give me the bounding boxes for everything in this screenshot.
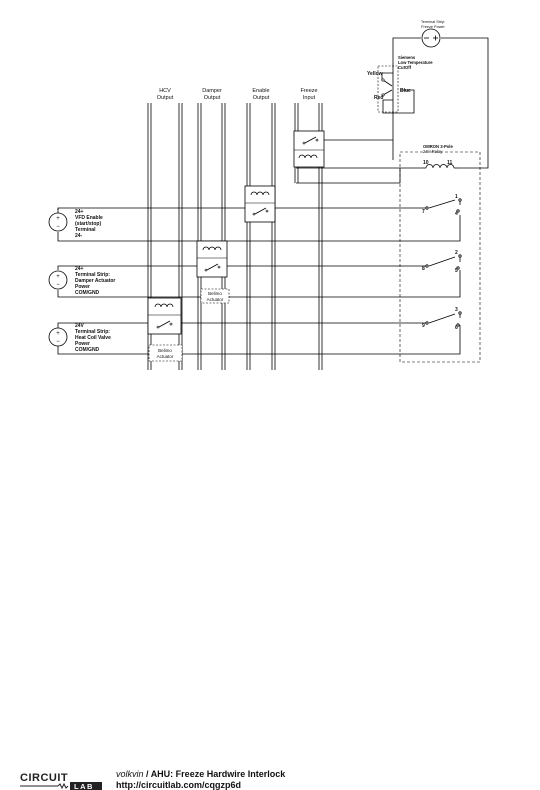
relay-pin-2: 2	[455, 250, 458, 256]
source3-line1: 24V	[75, 323, 85, 329]
relay-pin-8: 8	[422, 266, 425, 272]
column-header-enable-line1: Enable	[252, 88, 269, 94]
relay-pin-6: 6	[455, 325, 458, 331]
source1-line1: 24+	[75, 209, 84, 215]
relay-pin-11: 11	[447, 160, 453, 166]
source1-line4: Terminal	[75, 227, 96, 233]
source3-line4: Power	[75, 341, 90, 347]
footer-author[interactable]: volkvin	[116, 769, 144, 779]
relay-pin-7: 7	[422, 209, 425, 215]
enable-output-relay	[244, 185, 276, 223]
source2-line5: COM/GND	[75, 290, 100, 296]
relay-coil	[425, 164, 455, 169]
belimo-hcv-line2: Actuator	[157, 354, 174, 359]
source1-line5: 24-	[75, 233, 83, 239]
heat-coil-power-source: + − 24V Terminal Strip: Heat Coil Valve …	[48, 323, 111, 353]
freeze-input-relay	[293, 130, 325, 168]
relay-pin-10: 10	[423, 160, 429, 166]
source1-line3: (start/stop)	[75, 221, 101, 227]
relay-label-line2: 24V Relay	[423, 149, 443, 154]
relay-pin-5: 5	[455, 268, 458, 274]
schematic-diagram: HCV Output Damper Output Enable Output F…	[48, 20, 489, 370]
relay-pin-1: 1	[455, 194, 458, 200]
damper-power-source: + − 24+ Terminal Strip: Damper Actuator …	[48, 266, 115, 296]
source-minus-1: −	[56, 224, 60, 230]
omron-relay: OMRON 3-Pole 24V Relay 10 11 1 7 4 2 8 5	[399, 144, 481, 363]
column-header-hcv-line1: HCV	[159, 88, 171, 94]
footer: CIRCUIT LAB volkvin / AHU: Freeze Hardwi…	[0, 385, 540, 790]
source-plus-2: +	[56, 274, 60, 280]
hcv-output-relay	[147, 297, 182, 335]
footer-title: volkvin / AHU: Freeze Hardwire Interlock	[116, 769, 285, 779]
freezestat: Siemens Low Temperature CutOff Yellow Re…	[367, 55, 433, 113]
source-minus-3: −	[56, 339, 60, 345]
freezestat-label-line1: Siemens	[398, 55, 416, 60]
source-plus-3: +	[56, 331, 60, 337]
belimo-actuator-hcv: Belimo Actuator	[148, 344, 183, 362]
column-header-enable-line2: Output	[253, 95, 270, 101]
wire-label-blue: Blue	[400, 88, 411, 94]
column-headers: HCV Output Damper Output Enable Output F…	[157, 88, 318, 101]
source-minus-2: −	[56, 282, 60, 288]
source-plus-1: +	[56, 216, 60, 222]
source2-line3: Damper Actuator	[75, 278, 115, 284]
footer-separator: /	[143, 769, 151, 779]
column-header-freeze-line1: Freeze	[300, 88, 317, 94]
logo-top-text: CIRCUIT	[20, 772, 68, 784]
top-source-label-line2: Freeze Power	[421, 25, 445, 29]
relay-label-line1: OMRON 3-Pole	[423, 144, 453, 149]
vfd-enable-source: + − 24+ VFD Enable (start/stop) Terminal…	[48, 209, 103, 239]
circuit-url[interactable]: http://circuitlab.com/cqgzp6d	[116, 780, 242, 790]
circuit-title: AHU: Freeze Hardwire Interlock	[150, 769, 286, 779]
wire-label-red: Red	[374, 95, 383, 101]
source3-line5: COM/GND	[75, 347, 100, 353]
relay-pin-9: 9	[422, 323, 425, 329]
source3-line2: Terminal Strip:	[75, 329, 110, 335]
column-header-freeze-line2: Input	[303, 95, 316, 101]
top-power-source: Terminal Strip: Freeze Power	[421, 20, 446, 48]
top-source-label-line1: Terminal Strip:	[421, 20, 445, 24]
damper-output-relay	[196, 240, 228, 278]
column-header-hcv-line2: Output	[157, 95, 174, 101]
freezestat-label-line2: Low Temperature	[398, 60, 433, 65]
source2-line2: Terminal Strip:	[75, 272, 110, 278]
wire-label-yellow: Yellow	[367, 71, 383, 77]
logo-bottom-text: LAB	[74, 782, 94, 790]
belimo-damper-line1: Belimo	[208, 291, 222, 296]
relay-pin-3: 3	[455, 307, 458, 313]
column-header-damper-line1: Damper	[202, 88, 222, 94]
relay-pin-4: 4	[455, 211, 458, 217]
column-header-damper-line2: Output	[204, 95, 221, 101]
source3-line3: Heat Coil Valve	[75, 335, 111, 341]
belimo-actuator-damper: Belimo Actuator	[200, 288, 230, 304]
belimo-damper-line2: Actuator	[207, 297, 224, 302]
source2-line1: 24+	[75, 266, 84, 272]
circuitlab-logo[interactable]: CIRCUIT LAB	[18, 771, 104, 790]
source2-line4: Power	[75, 284, 90, 290]
belimo-hcv-line1: Belimo	[158, 348, 172, 353]
freezestat-label-line3: CutOff	[398, 65, 412, 70]
source1-line2: VFD Enable	[75, 215, 103, 221]
